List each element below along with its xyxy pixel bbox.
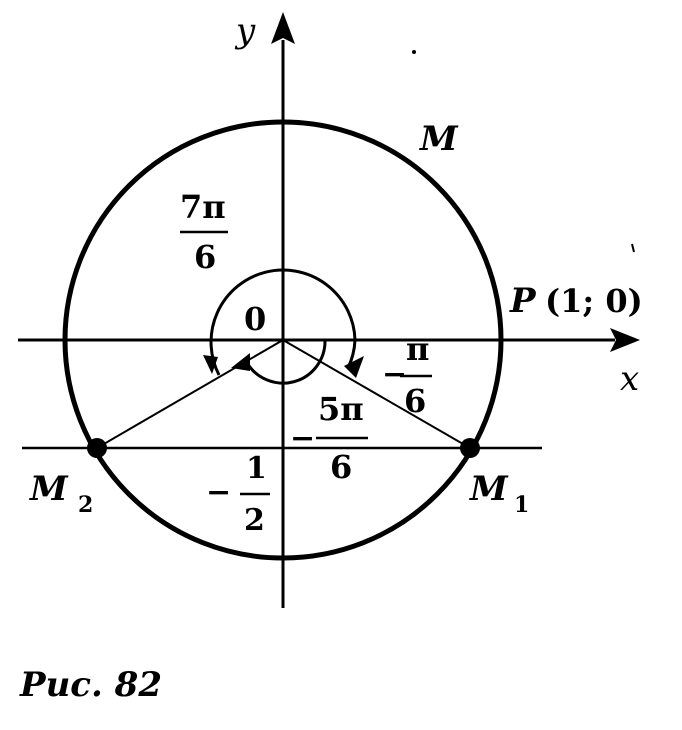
speck — [631, 243, 635, 253]
radius-to-m1 — [282, 339, 471, 449]
arc-minus-5pi-6 — [244, 339, 327, 385]
point-m2 — [87, 438, 107, 458]
label-m2-sub: 2 — [78, 492, 93, 518]
angle-minus-pi-6-numerator: π — [406, 330, 429, 368]
label-m2: M — [29, 469, 69, 509]
angle-minus-pi-6-denominator: 6 — [404, 382, 426, 420]
x-axis-arrow-icon — [610, 328, 640, 352]
angle-7pi-6-numerator: 7π — [180, 188, 226, 226]
radius-to-m2 — [96, 339, 284, 449]
figure-caption: Рис. 82 — [20, 665, 162, 705]
angle-minus-5pi-6-denominator: 6 — [330, 448, 352, 486]
angle-minus-5pi-6-numerator: 5π — [318, 390, 364, 428]
angle-minus-5pi-6-sign: − — [290, 421, 315, 456]
arc-7pi-6 — [209, 268, 357, 376]
y-value-numerator: 1 — [246, 451, 267, 486]
arc-minus-pi-6-arrow-icon — [344, 356, 364, 378]
y-value-sign: − — [206, 475, 231, 510]
origin-label: 0 — [244, 300, 266, 338]
y-axis-arrow-icon — [271, 12, 295, 44]
unit-circle — [62, 119, 504, 561]
y-axis-label: y — [234, 11, 256, 51]
label-p-coords: (1; 0) — [545, 282, 643, 320]
arc-7pi-6-arrow-icon — [203, 355, 218, 374]
label-m: M — [419, 119, 459, 159]
y-value-denominator: 2 — [244, 503, 265, 538]
point-m1 — [460, 438, 480, 458]
label-p: P — [509, 281, 537, 321]
arc-minus-5pi-6-arrow-icon — [231, 353, 250, 371]
x-axis-label: x — [620, 359, 639, 399]
label-m1-sub: 1 — [514, 492, 529, 518]
label-m1: M — [469, 469, 509, 509]
angle-7pi-6-denominator: 6 — [194, 238, 216, 276]
speck — [412, 50, 416, 54]
angle-minus-pi-6-sign: − — [382, 357, 407, 392]
